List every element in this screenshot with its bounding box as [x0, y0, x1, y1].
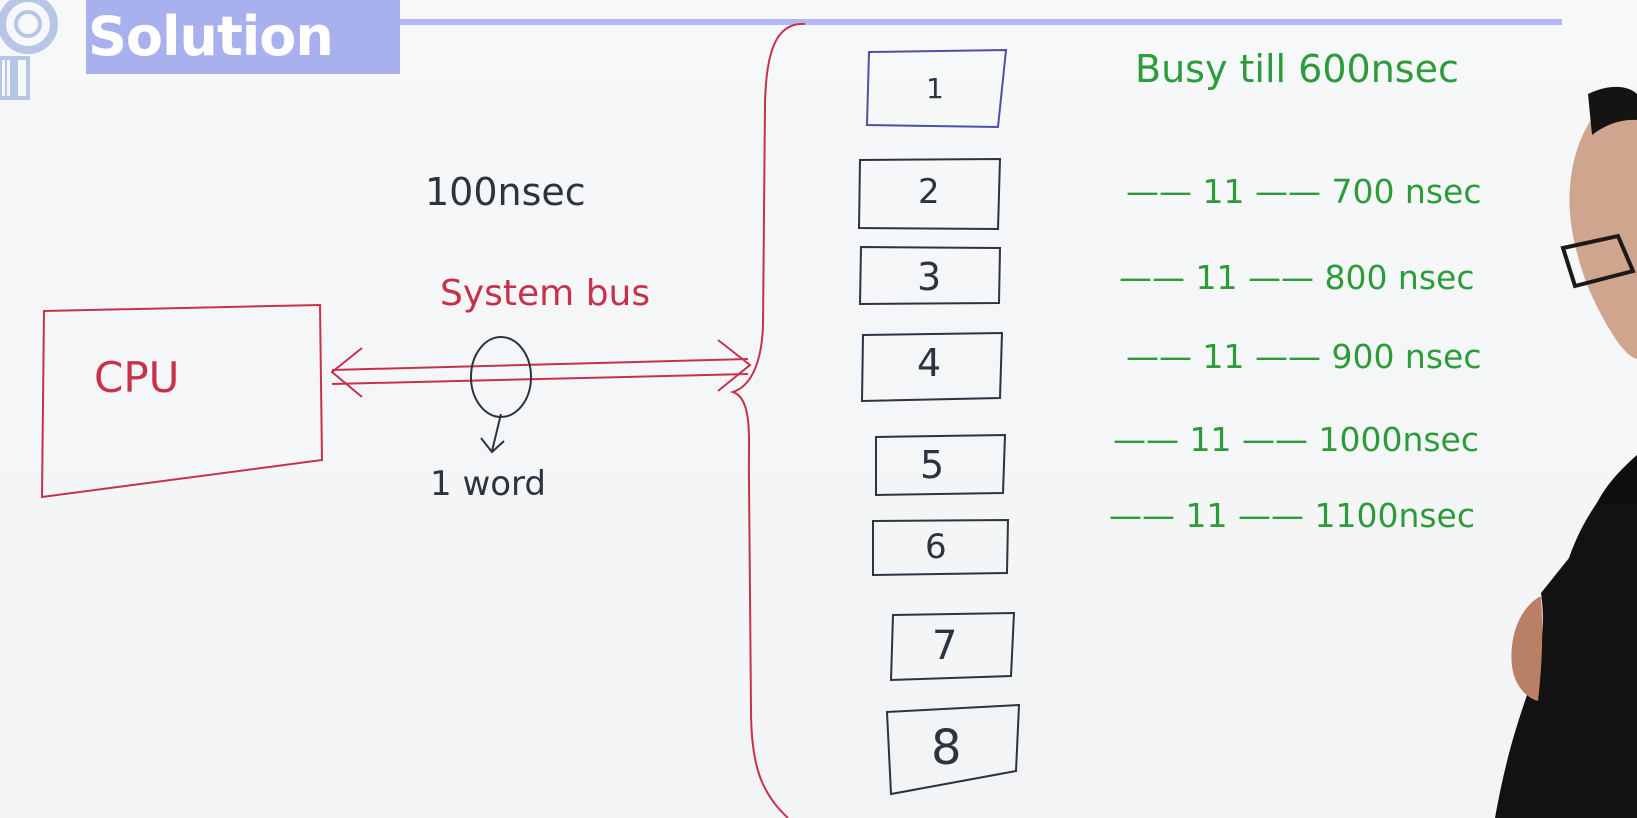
busy-note-5: —— 11 —— 1000nsec	[1113, 420, 1479, 459]
module-5: 5	[875, 433, 1007, 497]
presenter-figure	[1495, 86, 1637, 818]
module-1: 1	[865, 48, 1008, 129]
bus-line-bottom	[331, 373, 749, 385]
module-1-label: 1	[926, 72, 944, 105]
module-5-label: 5	[920, 443, 944, 487]
module-8-label: 8	[931, 720, 962, 776]
bus-label: System bus	[440, 273, 650, 314]
module-3-label: 3	[917, 255, 941, 299]
module-6: 6	[872, 518, 1010, 577]
module-2: 2	[857, 157, 1002, 231]
bus-right-arrowhead	[717, 339, 752, 392]
module-7-label: 7	[932, 623, 957, 669]
title-rule	[400, 19, 1562, 25]
busy-note-1: Busy till 600nsec	[1135, 47, 1459, 91]
module-3: 3	[858, 245, 1002, 306]
module-2-label: 2	[918, 172, 940, 212]
cpu-label: CPU	[94, 353, 179, 402]
module-8: 8	[885, 703, 1021, 796]
busy-note-6: —— 11 —— 1100nsec	[1109, 496, 1475, 535]
module-4-label: 4	[917, 341, 941, 385]
bus-time-label: 100nsec	[425, 170, 586, 214]
word-label: 1 word	[430, 464, 546, 504]
bus-left-arrowhead	[330, 347, 363, 398]
word-pointer-arrowhead	[480, 437, 505, 454]
module-4: 4	[860, 331, 1004, 403]
cpu-box	[40, 303, 324, 499]
bus-line-top	[331, 358, 749, 371]
page-title: Solution	[86, 0, 400, 74]
memory-bracket	[729, 22, 806, 818]
busy-note-3: —— 11 —— 800 nsec	[1119, 258, 1475, 297]
word-packet-circle	[470, 336, 532, 418]
module-6-label: 6	[925, 527, 947, 567]
medal-logo-icon	[0, 0, 58, 100]
word-pointer-line	[491, 413, 502, 452]
busy-note-4: —— 11 —— 900 nsec	[1126, 337, 1482, 376]
module-7: 7	[889, 611, 1016, 682]
busy-note-2: —— 11 —— 700 nsec	[1126, 172, 1482, 211]
